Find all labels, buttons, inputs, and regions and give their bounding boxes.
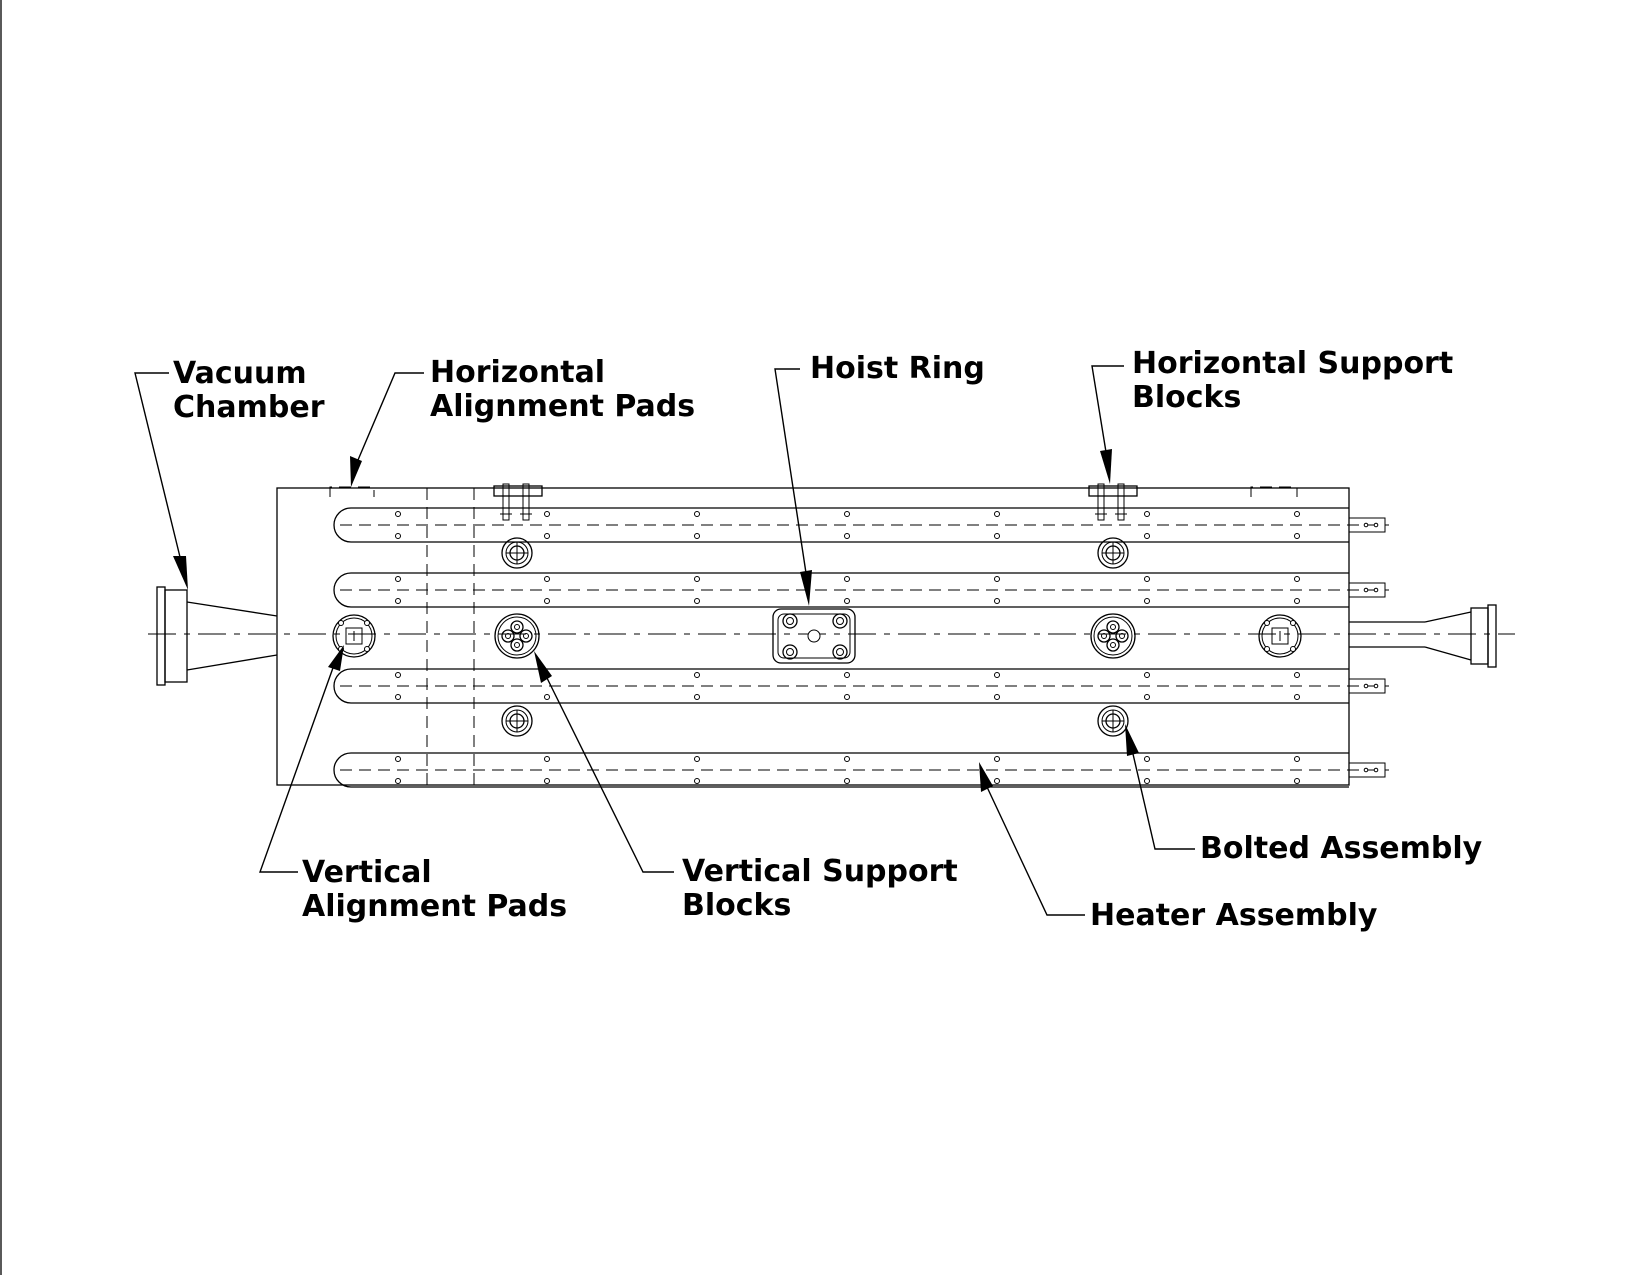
- horizontal-alignment-pad-left: [329, 486, 375, 497]
- leader-vertical-support-blocks: [534, 651, 674, 873]
- label-horizontal-alignment-pads-line1: Horizontal: [430, 355, 605, 390]
- heater-channels: [333, 507, 1389, 788]
- horizontal-alignment-pad-right: [1250, 486, 1298, 497]
- horizontal-support-block-2: [1088, 483, 1138, 521]
- label-horizontal-support-blocks-line2: Blocks: [1132, 380, 1241, 415]
- label-heater-assembly-line1: Heater Assembly: [1090, 898, 1378, 933]
- label-vacuum-chamber: Vacuum Chamber: [173, 356, 325, 425]
- vertical-support-block-left: [494, 613, 540, 659]
- label-vertical-alignment-pads: Vertical Alignment Pads: [302, 855, 567, 924]
- label-hoist-ring: Hoist Ring: [810, 351, 985, 386]
- hoist-ring: [772, 608, 856, 664]
- main-plate: [276, 487, 1350, 786]
- label-vacuum-chamber-line1: Vacuum: [173, 356, 307, 391]
- leader-horizontal-support-blocks: [1091, 365, 1124, 484]
- leader-bolted-assembly: [1125, 724, 1195, 850]
- leader-vacuum-chamber: [134, 372, 188, 590]
- vacuum-chamber-left-end: [156, 586, 278, 686]
- label-hoist-ring-line1: Hoist Ring: [810, 351, 985, 386]
- label-horizontal-support-blocks: Horizontal Support Blocks: [1132, 346, 1464, 415]
- label-vertical-support-blocks-line1: Vertical Support: [682, 854, 958, 889]
- label-vertical-support-blocks-line2: Blocks: [682, 888, 791, 923]
- heater-channel-4: [333, 752, 1389, 788]
- bolted-assembly-4: [1097, 705, 1129, 737]
- horizontal-support-blocks: [493, 483, 1138, 521]
- vertical-alignment-pad-left: [332, 614, 376, 658]
- leader-hoist-ring: [774, 368, 812, 606]
- leader-heater-assembly: [979, 762, 1085, 916]
- bolted-assembly-1: [501, 537, 533, 569]
- bolted-assembly-3: [501, 705, 533, 737]
- leader-horizontal-alignment-pads: [350, 372, 424, 487]
- vacuum-chamber-right-end: [1349, 604, 1497, 668]
- label-vertical-alignment-pads-line2: Alignment Pads: [302, 889, 567, 924]
- label-vertical-alignment-pads-line1: Vertical: [302, 855, 432, 890]
- heater-channel-2: [333, 572, 1389, 608]
- label-vertical-support-blocks: Vertical Support Blocks: [682, 854, 968, 923]
- bolted-assemblies: [501, 537, 1129, 737]
- label-horizontal-support-blocks-line1: Horizontal Support: [1132, 346, 1453, 381]
- label-heater-assembly: Heater Assembly: [1090, 898, 1378, 933]
- vertical-support-block-right: [1090, 613, 1136, 659]
- label-bolted-assembly: Bolted Assembly: [1200, 831, 1483, 866]
- leader-vertical-alignment-pads: [259, 645, 344, 873]
- horizontal-support-block-1: [493, 483, 543, 521]
- heater-channel-3: [333, 668, 1389, 704]
- label-horizontal-alignment-pads-line2: Alignment Pads: [430, 389, 695, 424]
- vertical-alignment-pad-right: [1258, 614, 1302, 658]
- heater-channel-1: [333, 507, 1389, 543]
- label-vacuum-chamber-line2: Chamber: [173, 390, 325, 425]
- label-horizontal-alignment-pads: Horizontal Alignment Pads: [430, 355, 695, 424]
- bolted-assembly-2: [1097, 537, 1129, 569]
- label-bolted-assembly-line1: Bolted Assembly: [1200, 831, 1483, 866]
